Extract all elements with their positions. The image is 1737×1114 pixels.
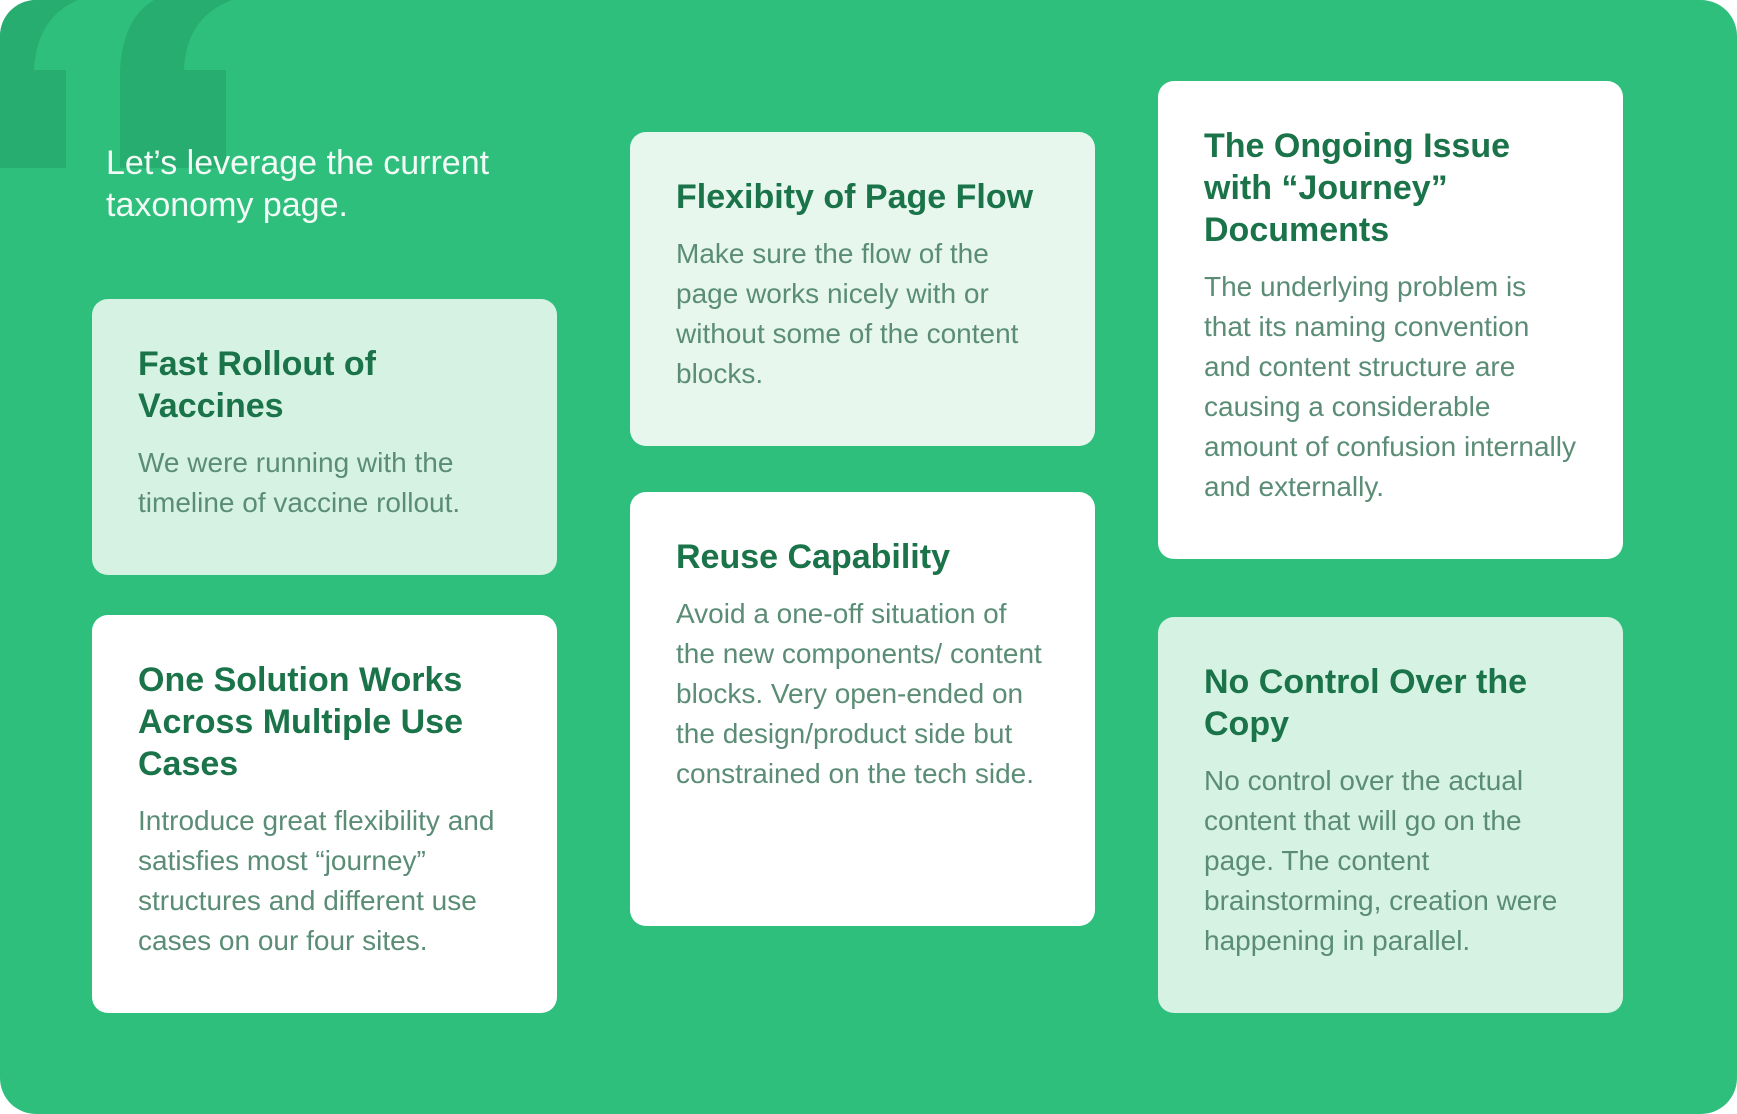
card-page-flow: Flexibity of Page Flow Make sure the flo…	[630, 132, 1095, 446]
intro-text: Let’s leverage the current taxonomy page…	[106, 144, 490, 224]
card-body: The underlying problem is that its namin…	[1204, 271, 1576, 502]
card-body: No control over the actual content that …	[1204, 765, 1558, 956]
card-title: Fast Rollout of Vaccines	[138, 345, 376, 425]
card-title: The Ongoing Issue with “Journey” Documen…	[1204, 127, 1511, 249]
card-body: We were running with the timeline of vac…	[138, 447, 461, 518]
quote-mark-icon	[0, 0, 232, 168]
card-ongoing-issue: The Ongoing Issue with “Journey” Documen…	[1158, 81, 1623, 559]
card-no-control: No Control Over the Copy No control over…	[1158, 617, 1623, 1013]
card-one-solution: One Solution Works Across Multiple Use C…	[92, 615, 557, 1013]
card-body: Introduce great flexibility and satisfie…	[138, 805, 495, 956]
card-title: Flexibity of Page Flow	[676, 178, 1034, 216]
card-title: Reuse Capability	[676, 538, 950, 576]
card-fast-rollout: Fast Rollout of Vaccines We were running…	[92, 299, 557, 575]
card-body: Avoid a one-off situation of the new com…	[676, 598, 1042, 789]
card-reuse-capability: Reuse Capability Avoid a one-off situati…	[630, 492, 1095, 926]
card-title: One Solution Works Across Multiple Use C…	[138, 661, 463, 783]
card-body: Make sure the flow of the page works nic…	[676, 238, 1019, 389]
card-title: No Control Over the Copy	[1204, 663, 1528, 743]
